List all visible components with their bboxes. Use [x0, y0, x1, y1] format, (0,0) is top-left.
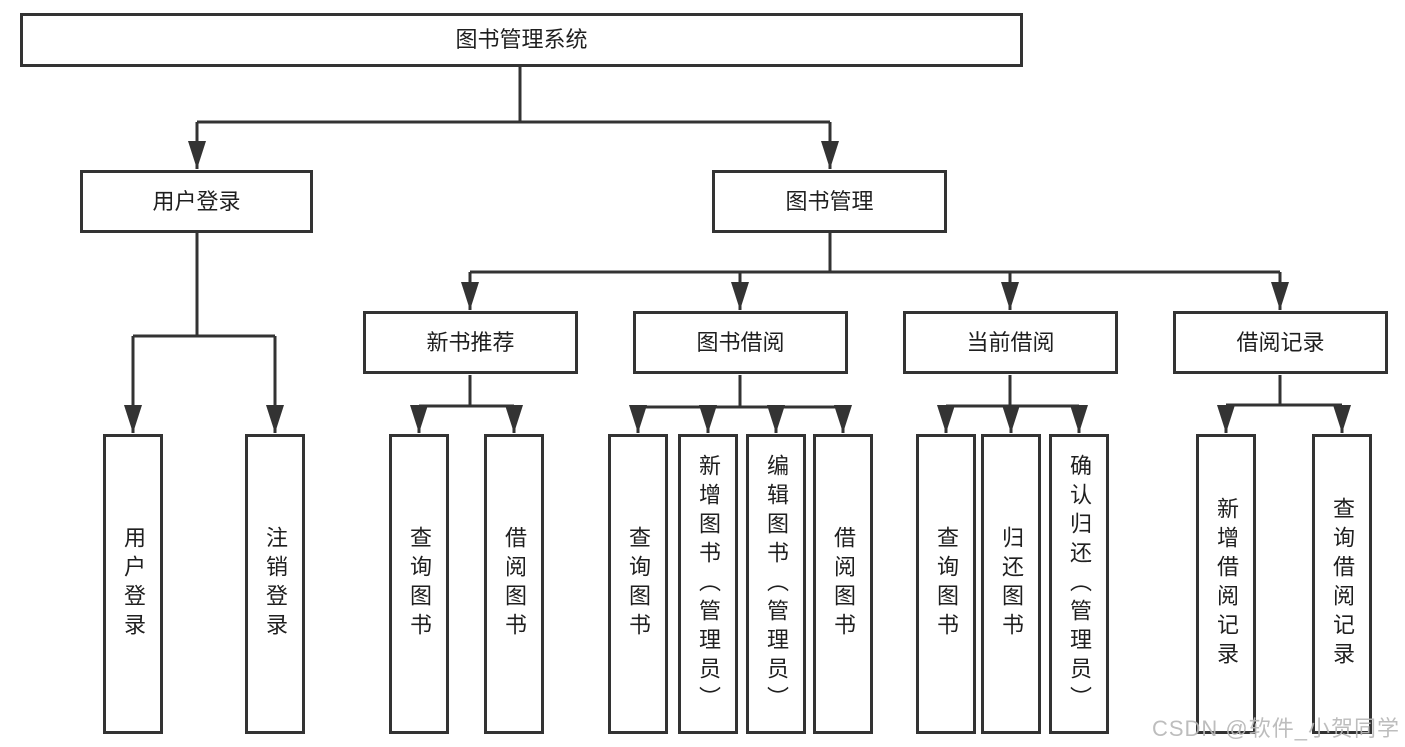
- node-current-borrowing: 当前借阅: [903, 311, 1118, 374]
- node-current-borrowing-label: 当前借阅: [966, 329, 1055, 355]
- leaf-add-borrow-record-label: 新增借阅记录: [1214, 497, 1239, 671]
- leaf-query-books-borrowing: 查询图书: [608, 434, 668, 734]
- leaf-add-borrow-record: 新增借阅记录: [1196, 434, 1256, 734]
- leaf-user-login-label: 用户登录: [121, 526, 146, 642]
- leaf-return-books-label: 归还图书: [999, 526, 1024, 642]
- node-new-book-recommend-label: 新书推荐: [426, 329, 515, 355]
- node-book-borrowing-label: 图书借阅: [696, 329, 785, 355]
- leaf-confirm-return-admin: 确认归还（管理员）: [1049, 434, 1109, 734]
- node-root: 图书管理系统: [20, 13, 1023, 67]
- leaf-logout: 注销登录: [245, 434, 305, 734]
- leaf-edit-books-admin-label: 编辑图书（管理员）: [764, 453, 789, 715]
- leaf-confirm-return-admin-label: 确认归还（管理员）: [1067, 453, 1092, 715]
- leaf-logout-label: 注销登录: [263, 526, 288, 642]
- leaf-query-books-recommend: 查询图书: [389, 434, 449, 734]
- node-new-book-recommend: 新书推荐: [363, 311, 578, 374]
- leaf-query-books-current: 查询图书: [916, 434, 976, 734]
- node-user-login-label: 用户登录: [152, 188, 241, 214]
- leaf-borrow-books-label: 借阅图书: [831, 526, 856, 642]
- leaf-add-books-admin: 新增图书（管理员）: [678, 434, 738, 734]
- leaf-user-login: 用户登录: [103, 434, 163, 734]
- node-book-management: 图书管理: [712, 170, 947, 233]
- leaf-borrow-books-recommend-label: 借阅图书: [502, 526, 527, 642]
- leaf-query-books-recommend-label: 查询图书: [407, 526, 432, 642]
- node-borrowing-records-label: 借阅记录: [1236, 329, 1325, 355]
- leaf-add-books-admin-label: 新增图书（管理员）: [696, 453, 721, 715]
- leaf-query-borrow-record-label: 查询借阅记录: [1330, 497, 1355, 671]
- leaf-query-books-current-label: 查询图书: [934, 526, 959, 642]
- node-book-management-label: 图书管理: [785, 188, 874, 214]
- node-book-borrowing: 图书借阅: [633, 311, 848, 374]
- node-user-login: 用户登录: [80, 170, 313, 233]
- leaf-query-borrow-record: 查询借阅记录: [1312, 434, 1372, 734]
- csdn-watermark: CSDN @软件_小贺同学: [1151, 716, 1400, 741]
- leaf-borrow-books-recommend: 借阅图书: [484, 434, 544, 734]
- node-root-label: 图书管理系统: [455, 27, 588, 52]
- node-borrowing-records: 借阅记录: [1173, 311, 1388, 374]
- leaf-edit-books-admin: 编辑图书（管理员）: [746, 434, 806, 734]
- leaf-query-books-borrowing-label: 查询图书: [626, 526, 651, 642]
- leaf-return-books: 归还图书: [981, 434, 1041, 734]
- leaf-borrow-books: 借阅图书: [813, 434, 873, 734]
- connectors: [124, 67, 1351, 433]
